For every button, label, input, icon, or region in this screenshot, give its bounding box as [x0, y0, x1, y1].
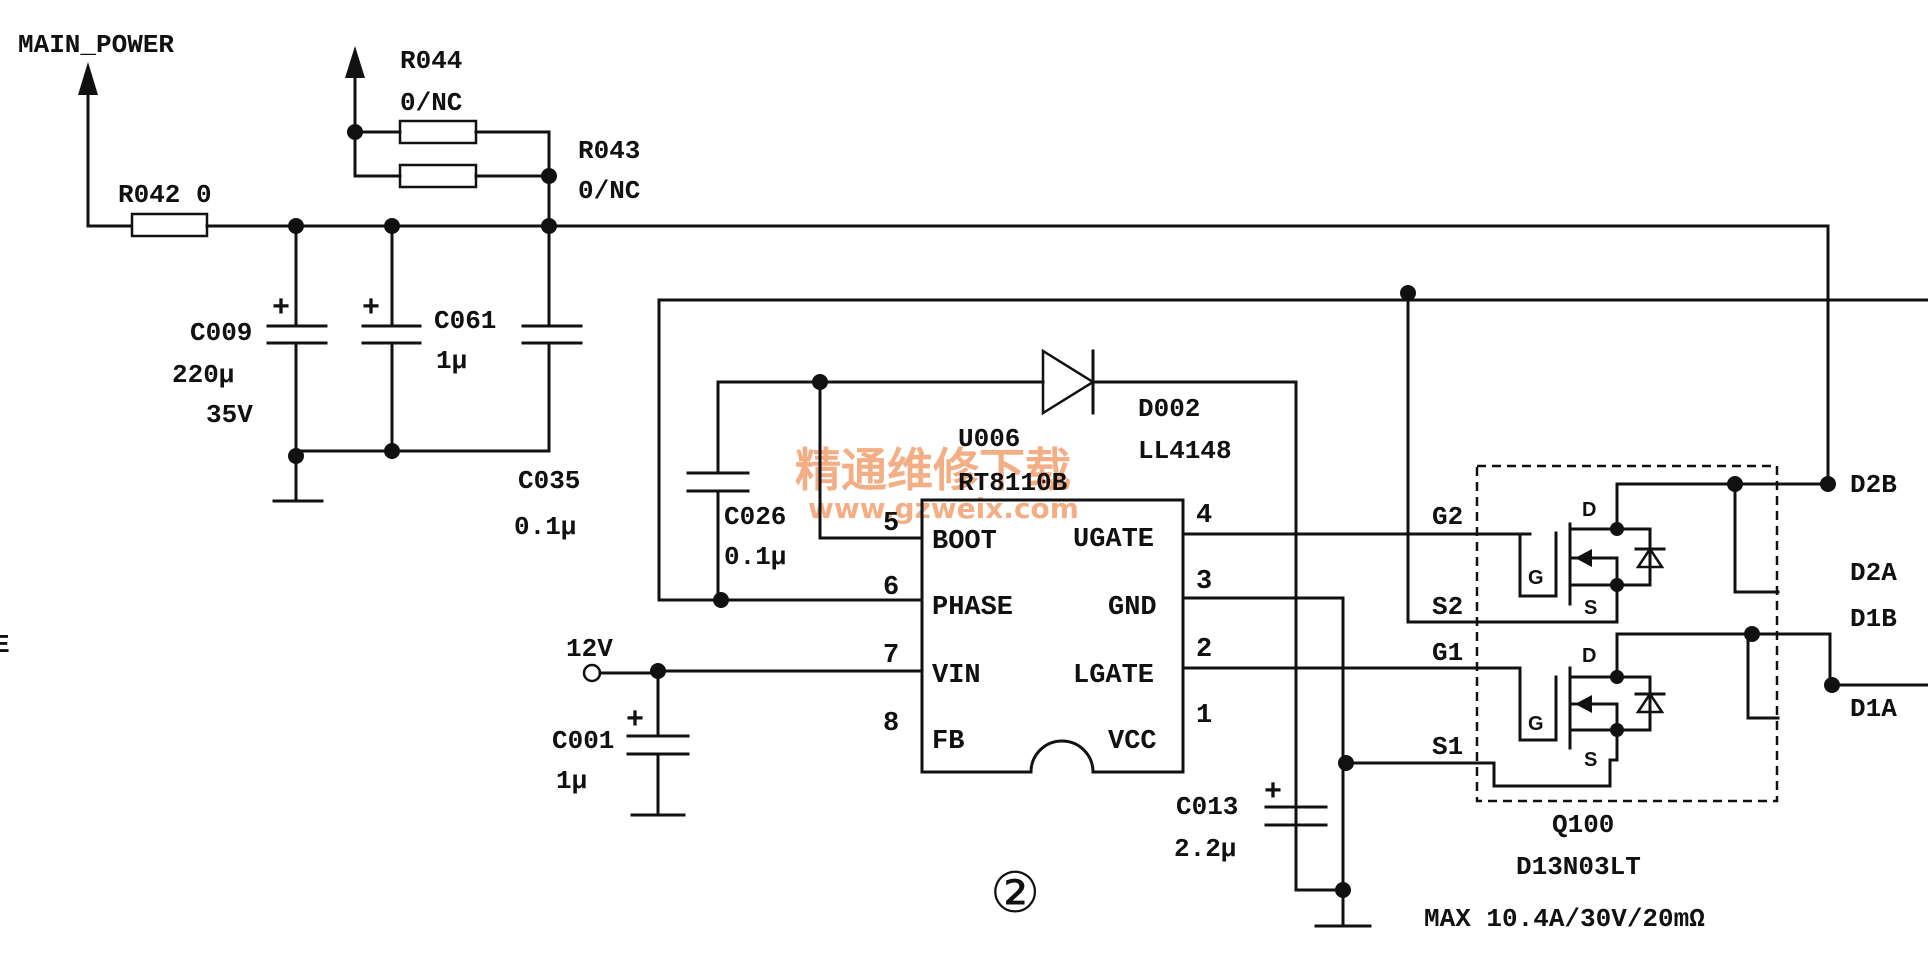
label-u006-part: RT8110B: [958, 468, 1068, 498]
junction-dot: [384, 443, 400, 459]
pin-number-7: 7: [883, 641, 899, 671]
polarity-plus-icon: +: [362, 292, 380, 326]
label-d1b: D1B: [1850, 604, 1897, 634]
ic-pin-labels: BOOT PHASE VIN FB UGATE GND LGATE VCC 5 …: [883, 501, 1212, 757]
pin-number-6: 6: [883, 573, 899, 603]
watermark-text: 精通维修下载: [795, 443, 1071, 497]
power-arrow-icon: [345, 46, 365, 78]
label-d2a: D2A: [1850, 558, 1897, 588]
mosfet-pin-labels: G2 S2 G1 S1 D2B D2A D1B D1A D G S D G S: [1432, 470, 1897, 771]
resistor-r044: [398, 119, 478, 145]
resistor-r043: [398, 163, 478, 189]
pin-fb-label: FB: [932, 727, 964, 757]
ic-u006-body: [920, 498, 1185, 774]
label-c026-ref: C026: [724, 502, 786, 532]
fet-bottom-s-label: S: [1584, 749, 1597, 771]
fet-bottom-arrow-icon: [1575, 695, 1592, 713]
polarity-plus-icon: +: [272, 292, 290, 326]
label-g2: G2: [1432, 502, 1463, 532]
fet-top-d-label: D: [1582, 499, 1596, 521]
label-d1a: D1A: [1850, 694, 1897, 724]
fet-top-arrow-icon: [1575, 549, 1592, 567]
pin-number-5: 5: [883, 509, 899, 539]
fet-top-s-label: S: [1584, 597, 1597, 619]
watermark: 精通维修下载 www.gzweix.com: [795, 443, 1079, 525]
pin-phase-label: PHASE: [932, 593, 1013, 623]
stray-mark: E: [0, 630, 10, 660]
figure-number: ②: [990, 861, 1040, 926]
resistor-r042: [130, 212, 209, 238]
bootstrap-section: [657, 285, 1928, 886]
label-c009-ref: C009: [190, 318, 252, 348]
ic-u006: [653, 498, 1532, 774]
pin-vcc-label: VCC: [1108, 727, 1157, 757]
ground-section: +: [1264, 380, 1612, 928]
label-c001-val: 1μ: [556, 766, 587, 796]
label-c009-volt: 35V: [206, 400, 253, 430]
label-c009-val: 220μ: [172, 360, 234, 390]
watermark-url: www.gzweix.com: [808, 492, 1079, 525]
label-d002-part: LL4148: [1138, 436, 1232, 466]
label-g1: G1: [1432, 638, 1463, 668]
pin-number-8: 8: [883, 709, 899, 739]
label-c035-ref: C035: [518, 466, 580, 496]
polarity-plus-icon: +: [626, 704, 644, 738]
pin-number-2: 2: [1196, 635, 1212, 665]
polarity-plus-icon: +: [1264, 776, 1282, 810]
junction-dot: [288, 448, 304, 464]
pin-vin-label: VIN: [932, 661, 981, 691]
label-q100-spec: MAX 10.4A/30V/20mΩ: [1424, 904, 1705, 934]
body-diode-top-icon: [1635, 546, 1665, 569]
pin-number-1: 1: [1196, 701, 1212, 731]
pin-lgate-label: LGATE: [1073, 661, 1154, 691]
label-d002-ref: D002: [1138, 394, 1200, 424]
pin-boot-label: BOOT: [932, 527, 997, 557]
label-s1: S1: [1432, 732, 1463, 762]
pin-gnd-label: GND: [1108, 593, 1157, 623]
label-r044-val: 0/NC: [400, 88, 462, 118]
label-q100-part: D13N03LT: [1516, 852, 1641, 882]
junction-dot: [347, 124, 363, 140]
label-u006-ref: U006: [958, 424, 1020, 454]
main-power-arrow-icon: [78, 62, 98, 95]
pin-number-4: 4: [1196, 501, 1212, 531]
junction-dot: [1820, 476, 1836, 492]
label-main-power: MAIN_POWER: [18, 30, 174, 60]
component-labels: MAIN_POWER R044 0/NC R043 0/NC R042 0 C0…: [0, 30, 1705, 934]
pin-number-3: 3: [1196, 567, 1212, 597]
label-r044-ref: R044: [400, 46, 462, 76]
label-r043-ref: R043: [578, 136, 640, 166]
label-c035-val: 0.1μ: [514, 512, 576, 542]
junction-dot: [541, 168, 557, 184]
fet-top-g-label: G: [1528, 567, 1544, 589]
fet-bottom-g-label: G: [1528, 713, 1544, 735]
body-diode-bottom-icon: [1635, 691, 1665, 714]
input-filter-section: + +: [78, 46, 1830, 503]
label-c026-val: 0.1μ: [724, 542, 786, 572]
fet-bottom-d-label: D: [1582, 645, 1596, 667]
label-c001-ref: C001: [552, 726, 614, 756]
vin-section: +: [582, 663, 690, 817]
label-c061-val: 1μ: [436, 346, 467, 376]
label-r042: R042 0: [118, 180, 212, 210]
label-12v: 12V: [566, 634, 613, 664]
label-s2: S2: [1432, 592, 1463, 622]
label-c013-ref: C013: [1176, 792, 1238, 822]
terminal-12v-icon: [582, 663, 602, 683]
label-c013-val: 2.2μ: [1174, 834, 1236, 864]
label-q100-ref: Q100: [1552, 810, 1614, 840]
pin-ugate-label: UGATE: [1073, 525, 1154, 555]
label-r043-val: 0/NC: [578, 176, 640, 206]
mosfet-q100: [1475, 464, 1928, 803]
label-c061-ref: C061: [434, 306, 496, 336]
label-d2b: D2B: [1850, 470, 1897, 500]
diode-d002-anode: [1041, 348, 1096, 416]
